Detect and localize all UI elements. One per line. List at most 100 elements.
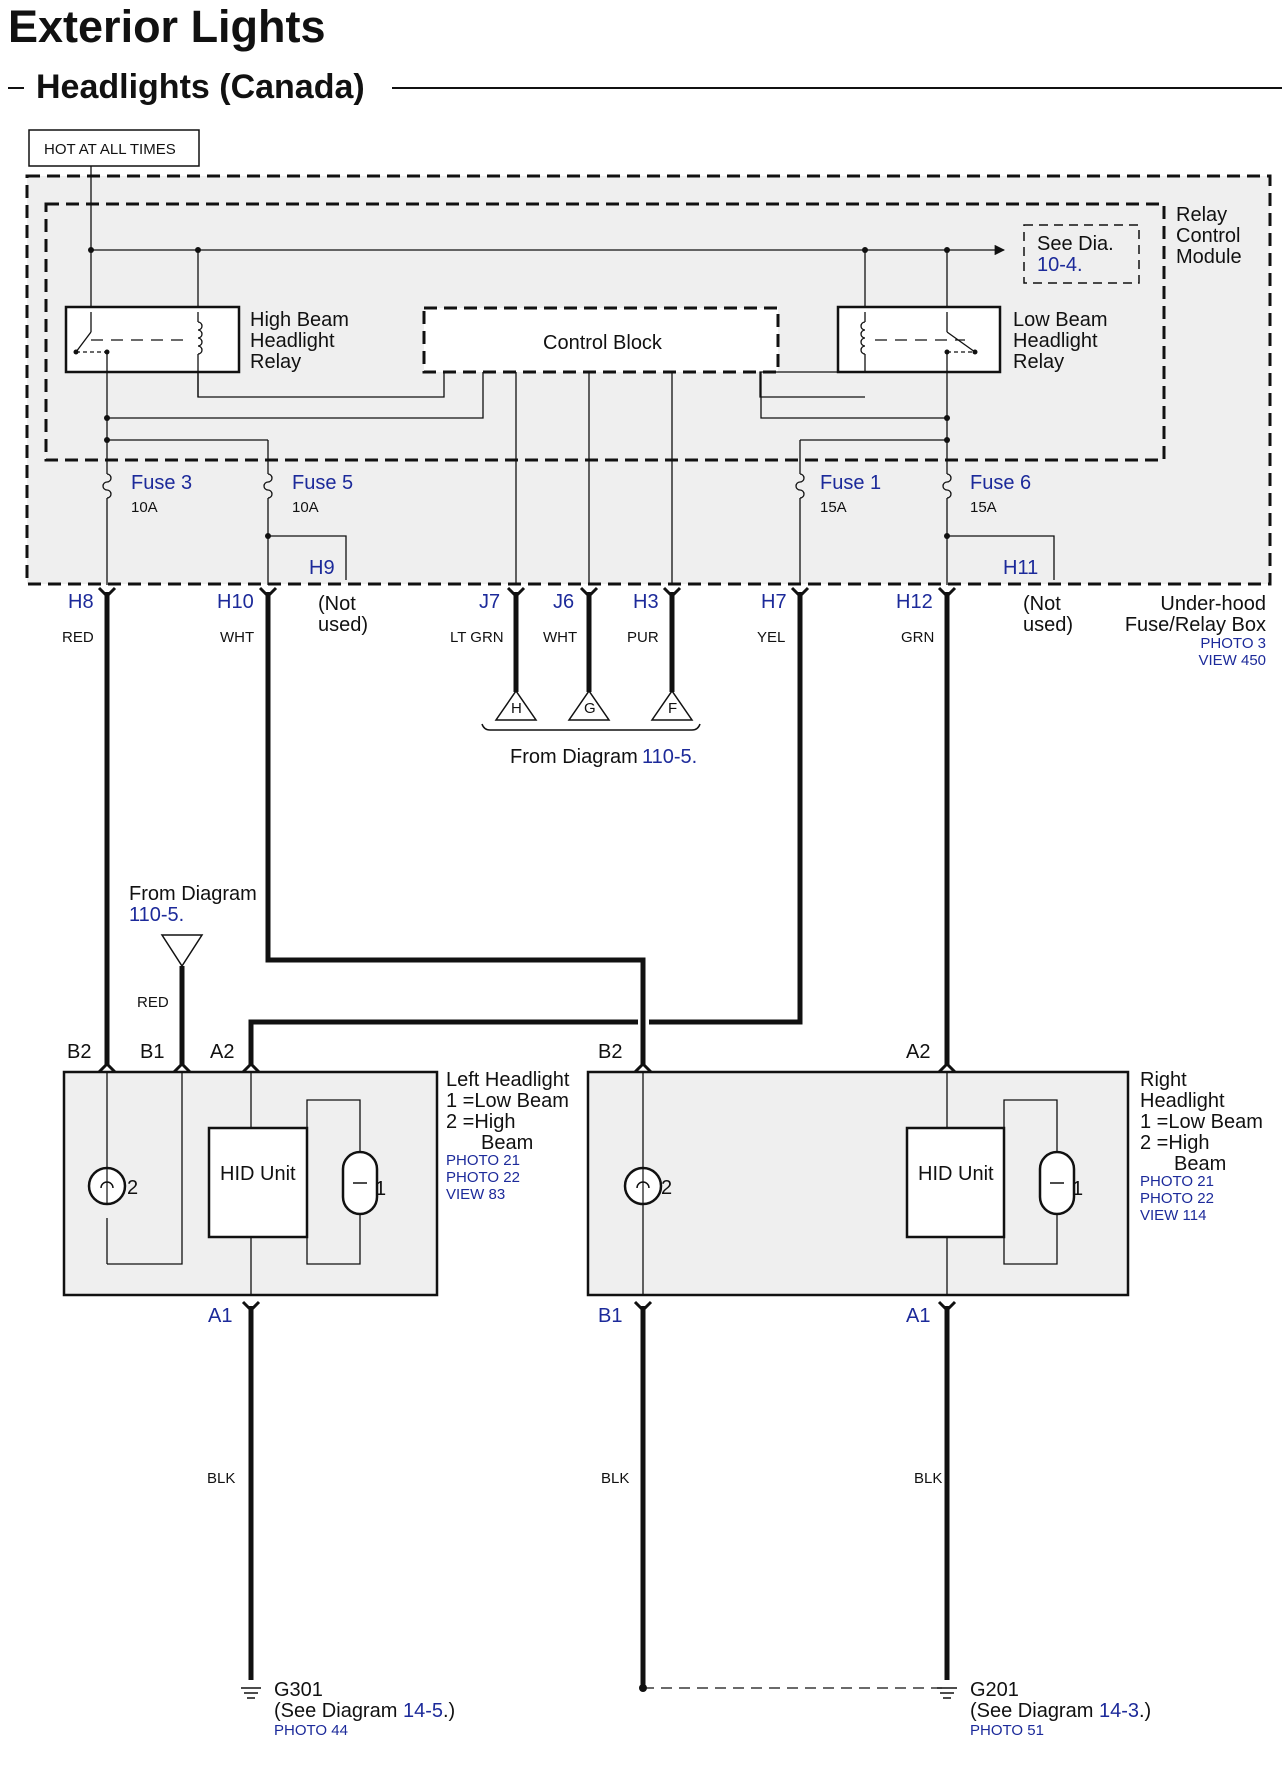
fuse-wiring: [102, 468, 1055, 585]
relay-module-label-1: Relay: [1176, 204, 1227, 226]
wire-color-h10: WHT: [220, 629, 254, 646]
control-block: [422, 306, 780, 374]
fuse-relay-box: [25, 174, 1272, 586]
hot-label: HOT AT ALL TIMES: [44, 141, 176, 158]
triangle-h: H: [511, 700, 522, 717]
right-hid-label: HID Unit: [918, 1163, 994, 1185]
connector-h3: H3: [633, 591, 659, 613]
right-headlight-label-3: 1 =Low Beam: [1140, 1111, 1263, 1133]
fuse1-rating: 15A: [820, 499, 847, 516]
wire-color-b1-left: RED: [137, 994, 169, 1011]
wire-color-j7: LT GRN: [450, 629, 504, 646]
control-block-label: Control Block: [543, 332, 663, 354]
left-pin-a2: A2: [210, 1041, 234, 1063]
wire-color-h12: GRN: [901, 629, 934, 646]
ground-right-id: G201: [970, 1679, 1019, 1701]
source-triangles: [494, 689, 694, 721]
ground-left-diagram: 14-5: [403, 1700, 443, 1722]
fuse5-name: Fuse 5: [292, 472, 353, 494]
relay-module-label-3: Module: [1176, 246, 1242, 268]
control-junctions: [104, 415, 950, 443]
from-diagram-left-ref: 110-5.: [129, 904, 184, 926]
left-hid-label: HID Unit: [220, 1163, 296, 1185]
wire-color-gnd-right: BLK: [914, 1470, 942, 1487]
relay-control-module: [44, 202, 1166, 462]
fuse6-rating: 15A: [970, 499, 997, 516]
see-dia-text: See Dia.: [1037, 233, 1114, 255]
connector-j7: J7: [479, 591, 500, 613]
right-pin-b2: B2: [598, 1041, 622, 1063]
ground-left-photo: PHOTO 44: [274, 1722, 348, 1739]
right-headlight-label-4: 2 =High: [1140, 1132, 1210, 1154]
right-lamp-2: 2: [661, 1177, 672, 1199]
page-title: Exterior Lights: [8, 1, 326, 52]
see-dia-ref: 10-4.: [1037, 254, 1083, 276]
ground-left-close: .): [443, 1700, 455, 1722]
right-pin-a2: A2: [906, 1041, 930, 1063]
left-headlight-photo2: PHOTO 22: [446, 1169, 520, 1186]
right-headlight-label-2: Headlight: [1140, 1090, 1225, 1112]
fuse-box-photo: PHOTO 3: [1200, 635, 1266, 652]
ground-right-see: (See Diagram: [970, 1700, 1093, 1722]
ground-junction-mid: [639, 1684, 647, 1692]
left-lamp-2: 2: [127, 1177, 138, 1199]
ground-right-diagram: 14-3: [1099, 1700, 1139, 1722]
triangle-g: G: [584, 700, 596, 717]
wire-color-h7: YEL: [757, 629, 785, 646]
wire-color-j6: WHT: [543, 629, 577, 646]
ground-symbol-right: [937, 1687, 957, 1699]
right-headlight-photo1: PHOTO 21: [1140, 1173, 1214, 1190]
page-subtitle: Headlights (Canada): [36, 68, 365, 106]
ground-right-photo: PHOTO 51: [970, 1722, 1044, 1739]
connector-h9: H9: [309, 557, 335, 579]
low-beam-relay-label-1: Low Beam: [1013, 309, 1108, 331]
lb-contact-1: [944, 349, 950, 355]
left-hid-unit: [207, 1126, 309, 1239]
left-pin-a1: A1: [208, 1305, 232, 1327]
connector-h10: H10: [217, 591, 254, 613]
fuse1-name: Fuse 1: [820, 472, 881, 494]
fuse6-junction: [944, 533, 950, 539]
bus-junctions: [88, 247, 950, 253]
hot-label-box: [28, 129, 200, 167]
relay-module-label-2: Control: [1176, 225, 1240, 247]
fuse-box-label-1: Under-hood: [1160, 593, 1266, 615]
left-headlight-forks: [97, 1061, 261, 1313]
high-beam-relay-label-1: High Beam: [250, 309, 349, 331]
right-hid-unit: [905, 1126, 1006, 1239]
left-headlight-label-1: Left Headlight: [446, 1069, 570, 1091]
fuse-box-label-2: Fuse/Relay Box: [1125, 614, 1266, 636]
h11-not-used-1: (Not: [1023, 593, 1061, 615]
from-diagram-left-triangle: [160, 934, 204, 968]
ground-right-close: .): [1139, 1700, 1151, 1722]
from-diagram-mid-text: From Diagram: [510, 746, 638, 768]
right-headlight-wiring: [642, 1072, 1058, 1295]
ground-left-id: G301: [274, 1679, 323, 1701]
left-headlight-view: VIEW 83: [446, 1186, 505, 1203]
wire-color-h8: RED: [62, 629, 94, 646]
fuse6-name: Fuse 6: [970, 472, 1031, 494]
high-beam-relay-label-2: Headlight: [250, 330, 335, 352]
connector-h11: H11: [1003, 557, 1038, 579]
hb-contact-1: [73, 349, 79, 355]
h9-not-used-1: (Not: [318, 593, 356, 615]
ground-right-ref: (See Diagram 14-3.): [970, 1700, 1151, 1722]
bus-wiring: [90, 166, 1006, 312]
connector-h12: H12: [896, 591, 933, 613]
fuse3-name: Fuse 3: [131, 472, 192, 494]
wire-color-gnd-left: BLK: [207, 1470, 235, 1487]
fuse3-rating: 10A: [131, 499, 158, 516]
connector-h7: H7: [761, 591, 787, 613]
from-diagram-left-text: From Diagram: [129, 883, 257, 905]
left-headlight-label-4: Beam: [481, 1132, 533, 1154]
see-dia-box: [1023, 224, 1140, 284]
left-headlight-label-3: 2 =High: [446, 1111, 516, 1133]
wire-color-gnd-mid: BLK: [601, 1470, 629, 1487]
right-headlight-label-5: Beam: [1174, 1153, 1226, 1175]
ground-wires: [248, 1306, 950, 1688]
left-pin-b2: B2: [67, 1041, 91, 1063]
fuse5-rating: 10A: [292, 499, 319, 516]
high-beam-relay-label-3: Relay: [250, 351, 301, 373]
low-beam-relay-label-3: Relay: [1013, 351, 1064, 373]
